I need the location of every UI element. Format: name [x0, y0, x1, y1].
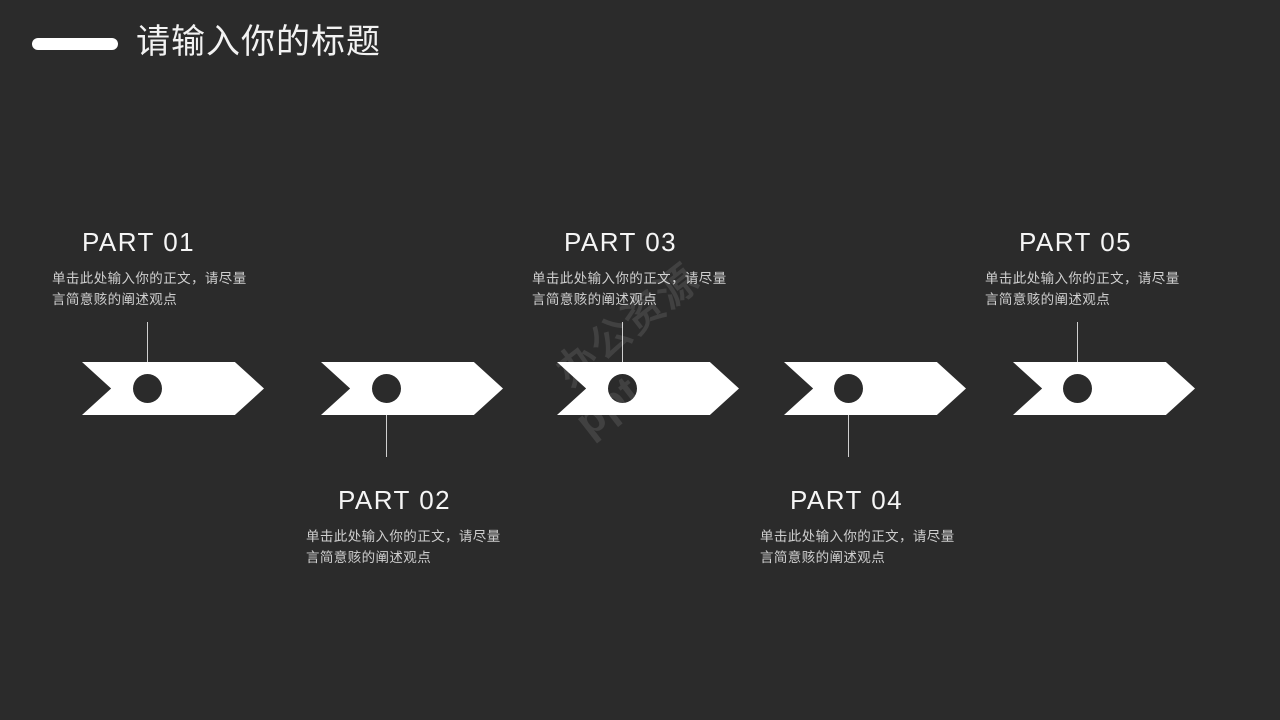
slide-header: 请输入你的标题	[0, 0, 1280, 92]
part-heading-02: PART 02	[338, 485, 452, 515]
page-title: 请输入你的标题	[136, 23, 381, 61]
part-block-01: PART 01 单击此处输入你的正文，请尽量 言简意赅的阐述观点	[52, 226, 322, 310]
arrow-dot-part-05[interactable]	[1063, 374, 1092, 403]
part-body-01: 单击此处输入你的正文，请尽量 言简意赅的阐述观点	[52, 268, 322, 310]
part-body-01-line2: 言简意赅的阐述观点	[52, 292, 178, 307]
part-body-04-line2: 言简意赅的阐述观点	[760, 550, 886, 565]
arrow-dot-part-01[interactable]	[133, 374, 162, 403]
part-block-02: PART 02 单击此处输入你的正文，请尽量 言简意赅的阐述观点	[306, 484, 576, 568]
arrow-shape-part-01[interactable]	[82, 362, 264, 415]
part-body-02-line2: 言简意赅的阐述观点	[306, 550, 432, 565]
arrow-dot-part-02[interactable]	[372, 374, 401, 403]
part-body-04-line1: 单击此处输入你的正文，请尽量	[760, 529, 955, 544]
part-body-03-line1: 单击此处输入你的正文，请尽量	[532, 271, 727, 286]
arrow-shape-part-02[interactable]	[321, 362, 503, 415]
part-body-02: 单击此处输入你的正文，请尽量 言简意赅的阐述观点	[306, 526, 576, 568]
part-block-05: PART 05 单击此处输入你的正文，请尽量 言简意赅的阐述观点	[985, 226, 1255, 310]
arrow-shape-part-04[interactable]	[784, 362, 966, 415]
arrow-dot-part-04[interactable]	[834, 374, 863, 403]
connector-line-part-01	[147, 322, 148, 388]
part-body-05-line1: 单击此处输入你的正文，请尽量	[985, 271, 1180, 286]
connector-line-part-04	[848, 391, 849, 457]
part-body-03-line2: 言简意赅的阐述观点	[532, 292, 658, 307]
arrow-shape-part-05[interactable]	[1013, 362, 1195, 415]
part-block-04: PART 04 单击此处输入你的正文，请尽量 言简意赅的阐述观点	[760, 484, 1030, 568]
arrow-row	[0, 362, 1280, 416]
part-heading-03: PART 03	[564, 227, 678, 257]
part-body-05: 单击此处输入你的正文，请尽量 言简意赅的阐述观点	[985, 268, 1255, 310]
part-body-05-line2: 言简意赅的阐述观点	[985, 292, 1111, 307]
title-accent-bar	[32, 38, 118, 50]
connector-line-part-03	[622, 322, 623, 388]
part-body-03: 单击此处输入你的正文，请尽量 言简意赅的阐述观点	[532, 268, 802, 310]
part-heading-01: PART 01	[82, 227, 196, 257]
part-body-01-line1: 单击此处输入你的正文，请尽量	[52, 271, 247, 286]
part-heading-04: PART 04	[790, 485, 904, 515]
connector-line-part-05	[1077, 322, 1078, 388]
part-body-02-line1: 单击此处输入你的正文，请尽量	[306, 529, 501, 544]
part-block-03: PART 03 单击此处输入你的正文，请尽量 言简意赅的阐述观点	[532, 226, 802, 310]
part-body-04: 单击此处输入你的正文，请尽量 言简意赅的阐述观点	[760, 526, 1030, 568]
connector-line-part-02	[386, 391, 387, 457]
arrow-dot-part-03[interactable]	[608, 374, 637, 403]
part-heading-05: PART 05	[1019, 227, 1133, 257]
arrow-shape-part-03[interactable]	[557, 362, 739, 415]
